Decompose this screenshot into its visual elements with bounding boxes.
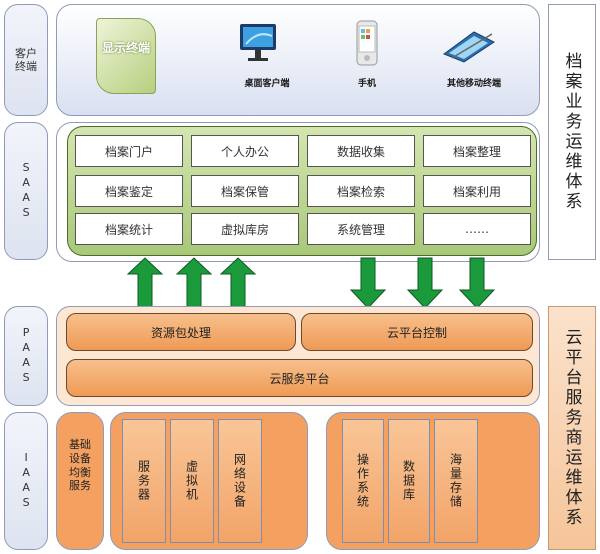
saas-module-archive-stats: 档案统计 <box>75 213 183 245</box>
client-label-desktop: 桌面客户端 <box>244 79 290 89</box>
layer-label-paas-text: PAAS <box>19 326 33 386</box>
iaas-database: 数据库 <box>388 419 430 543</box>
saas-module-personal-office: 个人办公 <box>191 135 299 167</box>
iaas-network-device: 网络设备 <box>218 419 262 543</box>
iaas-operating-system: 操作系统 <box>342 419 384 543</box>
iaas-virtual-machine: 虚拟机 <box>170 419 214 543</box>
arrow-down-1 <box>349 257 387 309</box>
saas-module-more: …… <box>423 213 531 245</box>
iaas-balance-panel <box>56 412 104 550</box>
arrow-up-3 <box>219 257 257 309</box>
right-label-business-ops: 档案业务运维体系 <box>548 4 596 260</box>
layer-label-iaas: IAAS <box>4 412 48 550</box>
saas-module-archive-use: 档案利用 <box>423 175 531 207</box>
arrow-down-2 <box>406 257 444 309</box>
layer-label-client-text: 客户终端 <box>15 46 37 73</box>
saas-module-virtual-storeroom: 虚拟库房 <box>191 213 299 245</box>
layer-label-saas: SAAS <box>4 122 48 260</box>
iaas-balance-service-text: 基础设备均衡服务 <box>69 438 91 493</box>
client-label-display: 显示终端 <box>101 41 150 55</box>
desktop-monitor-icon <box>240 24 276 61</box>
saas-module-data-collection: 数据收集 <box>307 135 415 167</box>
flow-arrows <box>126 257 496 309</box>
layer-label-iaas-text: IAAS <box>19 451 33 511</box>
saas-module-archive-storage: 档案保管 <box>191 175 299 207</box>
layer-label-saas-text: SAAS <box>19 161 33 221</box>
mobile-phone-icon <box>356 20 378 66</box>
saas-module-archive-arrange: 档案整理 <box>423 135 531 167</box>
saas-module-archive-portal: 档案门户 <box>75 135 183 167</box>
client-label-phone: 手机 <box>357 79 376 89</box>
saas-module-archive-appraisal: 档案鉴定 <box>75 175 183 207</box>
layer-label-client: 客户终端 <box>4 4 48 116</box>
display-terminal-icon <box>96 18 156 94</box>
iaas-server: 服务器 <box>122 419 166 543</box>
arrow-down-3 <box>458 257 496 309</box>
saas-module-system-admin: 系统管理 <box>307 213 415 245</box>
layer-label-paas: PAAS <box>4 306 48 406</box>
paas-cloud-service-platform: 云服务平台 <box>66 359 533 397</box>
tablet-icon <box>442 31 495 63</box>
paas-resource-processing: 资源包处理 <box>66 313 296 351</box>
arrow-up-1 <box>126 257 164 309</box>
arrow-up-2 <box>175 257 213 309</box>
iaas-mass-storage: 海量存储 <box>434 419 478 543</box>
paas-cloud-control: 云平台控制 <box>301 313 533 351</box>
right-label-cloud-ops: 云平台服务商运维体系 <box>548 306 596 550</box>
saas-module-archive-search: 档案检索 <box>307 175 415 207</box>
iaas-balance-service: 基础设备均衡服务 <box>62 438 98 493</box>
client-label-other-mobile: 其他移动终端 <box>446 79 501 89</box>
